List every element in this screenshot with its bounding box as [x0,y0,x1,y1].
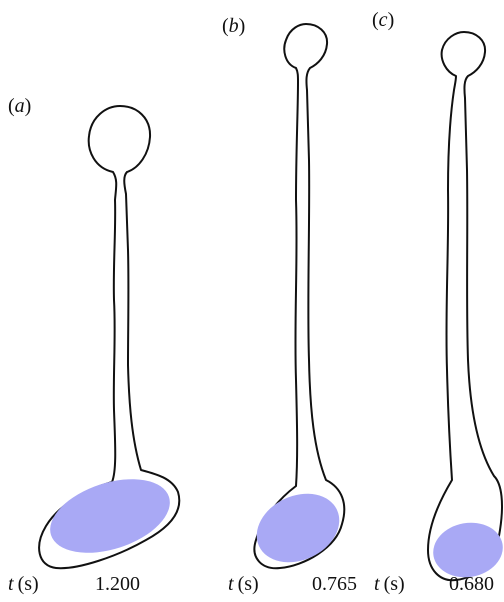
panel-b: (b) t(s) 0.765 [222,15,357,595]
panel-b-label: (b) [222,15,245,37]
panel-a: (a) t(s) 1.200 [8,95,179,595]
panel-b-time-caption: t(s) [228,573,259,595]
panel-c: (c) t(s) 0.680 [372,9,504,595]
panel-c-label: (c) [372,9,394,31]
panel-a-time-value: 1.200 [95,573,140,595]
panel-b-time-value: 0.765 [312,573,357,595]
panel-a-label: (a) [8,95,31,117]
panel-c-droplet-outline [428,32,502,580]
panel-c-time-caption: t(s) [374,573,405,595]
panel-c-time-value: 0.680 [449,573,494,595]
panel-a-time-caption: t(s) [8,573,39,595]
panel-b-droplet-outline [254,24,344,568]
panel-b-filled-region [246,481,351,575]
panel-a-filled-region [41,465,179,566]
